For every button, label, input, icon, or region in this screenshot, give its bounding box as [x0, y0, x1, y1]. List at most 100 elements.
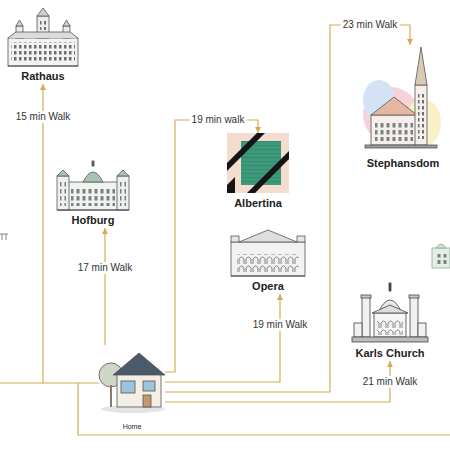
hofburg-illustration	[83, 172, 103, 182]
opera-illustration	[237, 254, 299, 272]
hofburg-illustration	[57, 161, 129, 210]
hofburg-illustration	[117, 176, 129, 210]
albertina-illustration	[227, 133, 289, 193]
albertina-illustration	[227, 133, 265, 171]
hofburg-illustration	[57, 210, 129, 211]
karls-church-illustration	[372, 305, 408, 313]
path-line	[0, 383, 450, 435]
building-icon	[436, 244, 446, 248]
home-illustration	[110, 385, 112, 407]
walk-connector	[104, 228, 105, 345]
stephansdom-illustration	[415, 85, 427, 145]
walk-connector	[43, 84, 99, 383]
hofburg-illustration	[71, 188, 115, 206]
place-label: Albertina	[234, 197, 282, 210]
rathaus-illustration	[16, 20, 23, 26]
hofburg-illustration	[117, 170, 129, 176]
stephansdom-illustration	[371, 97, 417, 115]
hofburg-illustration	[92, 161, 94, 166]
rathaus-illustration	[11, 42, 75, 62]
building-icon	[432, 248, 450, 268]
rathaus-illustration	[37, 8, 49, 16]
opera-illustration	[231, 242, 305, 276]
place-label: Opera	[252, 280, 284, 293]
rathaus-illustration	[8, 38, 78, 66]
karls-church-illustration	[410, 297, 418, 337]
opera-illustration	[231, 230, 305, 276]
walk-connector	[165, 25, 410, 392]
karls-church-illustration	[352, 283, 428, 342]
image-space	[99, 345, 165, 415]
building-icon	[435, 254, 447, 264]
walk-connector	[165, 361, 390, 402]
hofburg-illustration	[57, 176, 69, 210]
pier-icon	[6, 234, 7, 240]
home-illustration	[143, 395, 151, 407]
home-box: Home	[99, 345, 165, 433]
hofburg-illustration	[60, 182, 66, 206]
opera-illustration	[231, 236, 239, 242]
image-space	[351, 283, 429, 343]
rathaus-illustration	[8, 8, 78, 66]
walk-time-label: 19 min Walk	[251, 319, 310, 331]
karls-church-illustration	[374, 313, 406, 337]
place-label: Rathaus	[21, 70, 64, 83]
albertina-illustration	[247, 151, 289, 193]
place-label: Home	[123, 423, 142, 431]
place-label: Hofburg	[72, 214, 115, 227]
opera-illustration	[239, 230, 297, 242]
landmark-box: Stephansdom	[361, 45, 445, 171]
home-illustration	[121, 381, 135, 393]
landmark-box: Karls Church	[351, 283, 429, 361]
path-line	[0, 382, 43, 383]
walk-time-label: 19 min walk	[190, 114, 247, 126]
karls-church-illustration	[377, 319, 403, 335]
karls-church-illustration	[409, 295, 419, 298]
albertina-illustration	[227, 177, 235, 193]
karls-church-illustration	[354, 323, 362, 337]
karls-church-illustration	[361, 295, 371, 298]
walk-time-label: 15 min Walk	[14, 111, 73, 123]
landmark-box: Albertina	[227, 133, 289, 211]
building-icon	[432, 244, 450, 268]
opera-illustration	[231, 276, 305, 277]
walk-time-label: 23 min Walk	[341, 19, 400, 31]
stephansdom-illustration	[415, 47, 427, 85]
pier-icon	[2, 234, 3, 240]
rathaus-illustration	[8, 32, 78, 38]
image-space	[361, 45, 445, 153]
landmark-box: Rathaus	[8, 8, 78, 84]
albertina-illustration	[227, 133, 289, 193]
rathaus-illustration	[63, 20, 70, 26]
stephansdom-illustration	[365, 145, 437, 148]
rathaus-illustration	[40, 20, 46, 30]
pier-icon	[0, 234, 8, 235]
karls-church-illustration	[362, 297, 370, 337]
walk-time-label: 17 min Walk	[76, 262, 135, 274]
karls-church-illustration	[352, 337, 428, 342]
stephansdom-illustration	[418, 93, 424, 139]
landmark-box: Opera	[231, 228, 305, 294]
karls-church-illustration	[418, 323, 426, 337]
stephansdom-illustration	[375, 121, 413, 141]
opera-illustration	[297, 236, 305, 242]
walk-connector	[165, 120, 258, 372]
pier-icon	[0, 234, 8, 240]
image-space	[231, 228, 305, 276]
landmark-box: Hofburg	[57, 160, 129, 228]
home-illustration	[117, 375, 161, 407]
walk-time-label: 21 min Walk	[361, 376, 420, 388]
hofburg-illustration	[57, 170, 69, 176]
image-space	[57, 160, 129, 210]
hofburg-illustration	[120, 182, 126, 206]
place-label: Stephansdom	[367, 157, 440, 170]
home-illustration	[113, 353, 165, 375]
place-label: Karls Church	[355, 347, 424, 360]
image-space	[8, 8, 78, 66]
home-illustration	[143, 381, 155, 391]
stephansdom-illustration	[365, 47, 437, 148]
stephansdom-illustration	[371, 115, 417, 145]
home-illustration	[99, 353, 165, 413]
karls-church-illustration	[389, 283, 391, 291]
